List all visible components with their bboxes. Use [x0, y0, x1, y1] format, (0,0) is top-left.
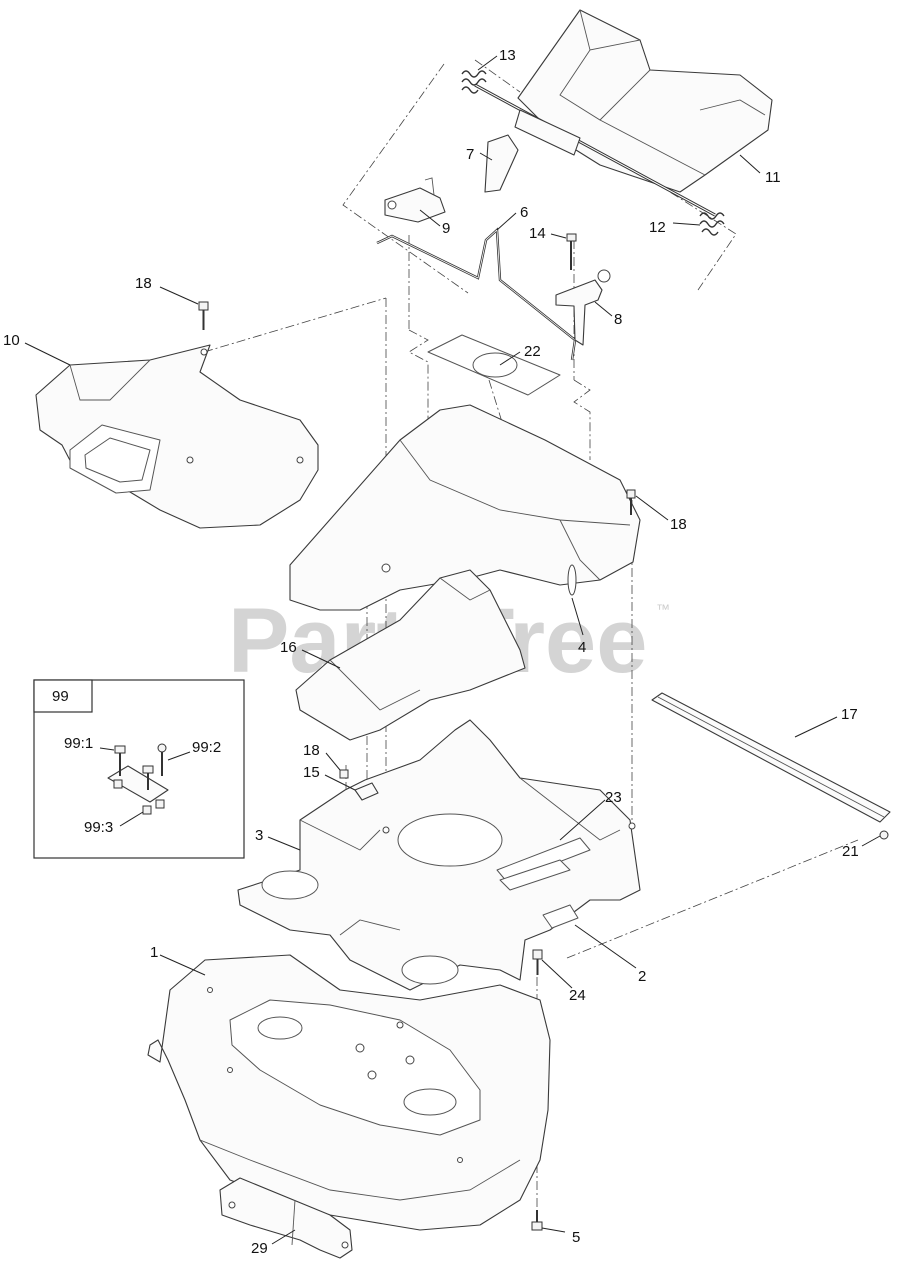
part-12-spring — [699, 212, 725, 236]
callout-18-right: 18 — [670, 516, 687, 533]
inset-label-99-2: 99:2 — [192, 739, 221, 756]
callout-6: 6 — [520, 204, 528, 221]
part-29-skirt — [219, 1177, 353, 1259]
part-18-bolt-right — [626, 489, 636, 515]
callout-4: 4 — [578, 639, 586, 656]
inset-bracket — [107, 743, 169, 815]
callout-10: 10 — [3, 332, 20, 349]
part-10-left-shroud — [35, 344, 319, 529]
part-4-main-cover — [289, 404, 641, 611]
callout-7: 7 — [466, 146, 474, 163]
callout-8: 8 — [614, 311, 622, 328]
part-9-bracket — [384, 177, 446, 223]
callouts: 13 7 11 9 6 14 12 8 18 10 22 18 16 4 17 … — [3, 47, 859, 1257]
part-16-deflector — [295, 569, 526, 741]
callout-18-mid: 18 — [303, 742, 320, 759]
callout-23: 23 — [605, 789, 622, 806]
callout-21: 21 — [842, 843, 859, 860]
callout-9: 9 — [442, 220, 450, 237]
hardware — [198, 301, 889, 1231]
part-5-bolt — [531, 1210, 543, 1231]
part-18-bolt-mid — [339, 769, 349, 779]
part-18-bolt-top — [198, 301, 209, 330]
inset-label-99-1: 99:1 — [64, 735, 93, 752]
part-23-decal — [496, 837, 591, 891]
watermark-trademark: ™ — [656, 601, 670, 617]
part-8-bracket — [555, 269, 611, 346]
callout-17: 17 — [841, 706, 858, 723]
part-7-sleeve — [484, 134, 519, 193]
callout-16: 16 — [280, 639, 297, 656]
part-15-clip — [354, 782, 379, 801]
part-11-seat-cover — [517, 9, 773, 193]
callout-2: 2 — [638, 968, 646, 985]
part-17-strip — [651, 692, 891, 823]
callout-29: 29 — [251, 1240, 268, 1257]
part-14-bolt — [566, 233, 577, 270]
part-24-bolt — [532, 949, 543, 975]
callout-14: 14 — [529, 225, 546, 242]
callout-3: 3 — [255, 827, 263, 844]
part-6-rod — [376, 227, 577, 361]
subassembly-frame — [342, 59, 737, 294]
part-21-screw — [879, 830, 889, 840]
part-13-spring — [461, 70, 487, 94]
inset-99: 99 99:1 99:2 99:3 — [33, 679, 245, 859]
callout-15: 15 — [303, 764, 320, 781]
callout-18-top: 18 — [135, 275, 152, 292]
callout-12: 12 — [649, 219, 666, 236]
spring-rod-assembly — [461, 70, 725, 236]
part-2-decal — [542, 904, 579, 929]
part-22-decal — [427, 334, 561, 396]
callout-22: 22 — [524, 343, 541, 360]
callout-1: 1 — [150, 944, 158, 961]
inset-title: 99 — [52, 688, 69, 705]
part-3-frame — [237, 719, 641, 991]
callout-5: 5 — [572, 1229, 580, 1246]
callout-11: 11 — [765, 169, 781, 186]
inset-label-99-3: 99:3 — [84, 819, 113, 836]
leader-lines — [24, 55, 881, 1245]
callout-24: 24 — [569, 987, 586, 1004]
callout-13: 13 — [499, 47, 516, 64]
part-1-deck — [147, 954, 551, 1231]
